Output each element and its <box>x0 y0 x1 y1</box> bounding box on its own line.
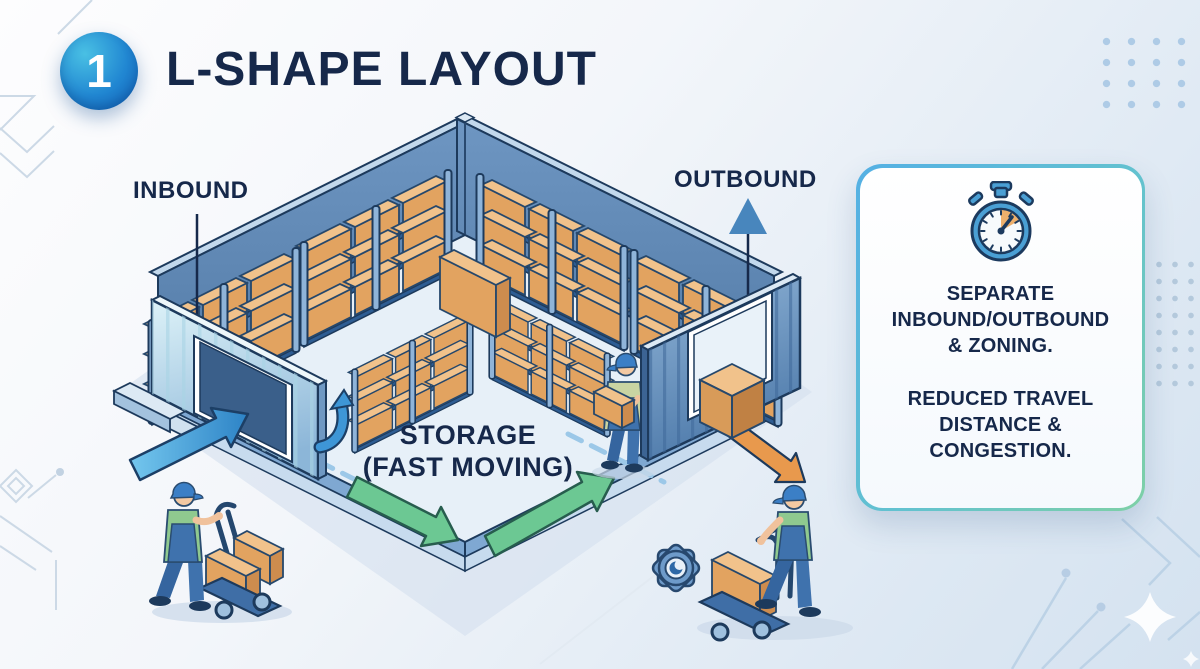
dot-grid-top-right <box>1092 29 1192 121</box>
handtruck <box>197 501 285 620</box>
worker-inbound <box>149 481 292 623</box>
inbound-arrow <box>128 406 250 482</box>
outbound-box <box>697 362 767 440</box>
inbound-door <box>193 334 293 464</box>
storage-label: STORAGE (FAST MOVING) <box>362 420 574 482</box>
benefits-panel: SEPARATE INBOUND/OUTBOUND & ZONING. REDU… <box>856 164 1145 511</box>
dot-grid-mid-right <box>1151 256 1199 388</box>
outbound-label: OUTBOUND <box>674 166 817 193</box>
worker-storage <box>591 352 656 479</box>
loading-steps <box>111 381 201 437</box>
step-number-badge: 1 <box>60 32 138 110</box>
circuit-lines-bottom-right <box>1010 516 1200 669</box>
benefit-text-2: REDUCED TRAVEL DISTANCE & CONGESTION. <box>907 387 1094 463</box>
benefit-text-1: SEPARATE INBOUND/OUTBOUND & ZONING. <box>891 282 1110 358</box>
worker-outbound <box>697 484 853 642</box>
sparkle-icon <box>1124 592 1199 667</box>
circuit-lines-top-left <box>0 0 93 179</box>
center-top-box <box>437 248 513 339</box>
inbound-turn-arrow <box>313 388 355 454</box>
benefits-panel-inner: SEPARATE INBOUND/OUTBOUND & ZONING. REDU… <box>859 167 1142 508</box>
gear-icon <box>651 543 701 593</box>
page-title: L-SHAPE LAYOUT <box>166 43 597 96</box>
circuit-lines-bottom-left <box>0 468 64 610</box>
inbound-label: INBOUND <box>133 177 249 204</box>
flow-arrow-green-left <box>345 475 460 548</box>
stopwatch-icon <box>967 180 1034 261</box>
flow-arrow-green-right <box>483 470 616 558</box>
platform-cart <box>697 525 795 642</box>
step-number: 1 <box>86 45 112 97</box>
